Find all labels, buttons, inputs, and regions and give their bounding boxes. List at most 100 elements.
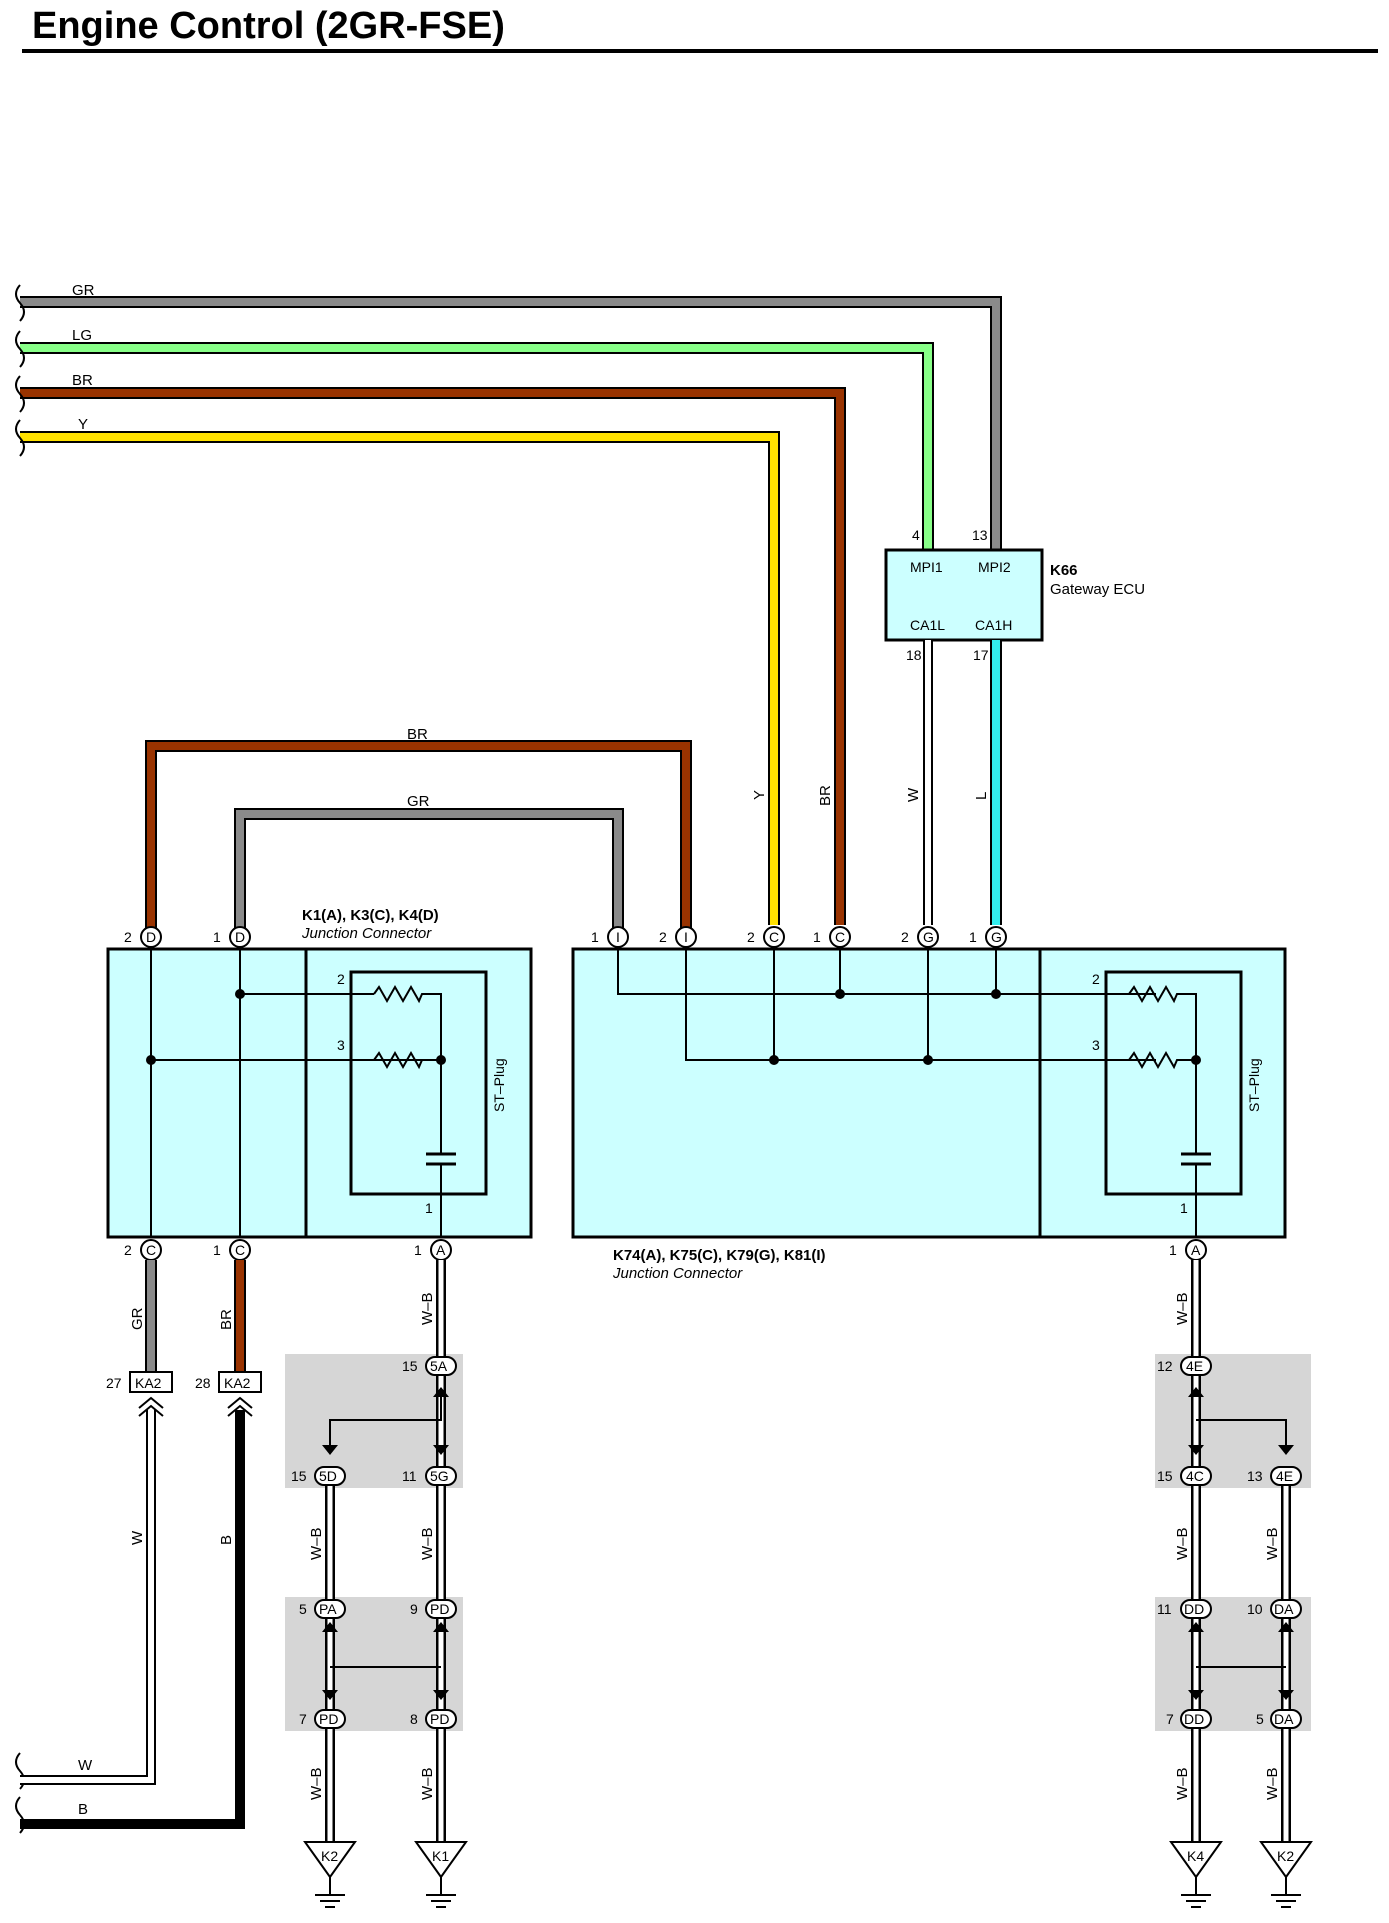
svg-text:28: 28 <box>195 1375 211 1391</box>
left-jct-num: 7 <box>299 1711 307 1727</box>
left-jct-label: 5D <box>319 1468 337 1484</box>
wire-label-long-b: B <box>218 1535 235 1545</box>
right-jct-num: 5 <box>1256 1711 1264 1727</box>
gateway-ecu-id: K66 <box>1050 562 1078 579</box>
left-jct-label: PD <box>430 1601 449 1617</box>
right-jct-label: 4C <box>1186 1468 1204 1484</box>
ecu-pin-num: 18 <box>906 647 922 663</box>
left-jct-num: 8 <box>410 1711 418 1727</box>
svg-text:D: D <box>146 929 156 945</box>
jc1-inner-pin: 2 <box>337 971 345 987</box>
wire-label-jc1-gr: GR <box>129 1307 146 1330</box>
svg-text:1: 1 <box>1169 1242 1177 1258</box>
wire-label-y: Y <box>78 416 88 433</box>
wire-label-w-left: W <box>78 1757 93 1774</box>
jc2-bottom-terminals: A 1 <box>1169 1239 1207 1261</box>
right-jct-label: DD <box>1184 1711 1204 1727</box>
wire-label-vert-l: L <box>973 792 990 800</box>
svg-text:G: G <box>991 929 1002 945</box>
svg-text:1: 1 <box>213 1242 221 1258</box>
svg-text:1: 1 <box>213 929 221 945</box>
jc2-ids: K74(A), K75(C), K79(G), K81(I) <box>613 1247 826 1264</box>
wire-label-b-left: B <box>78 1801 88 1818</box>
svg-text:C: C <box>146 1242 156 1258</box>
left-jct-num: 15 <box>291 1468 307 1484</box>
right-jct-label: 4E <box>1276 1468 1293 1484</box>
junction-connector-2: 2 3 1 ST–Plug <box>571 947 1287 1239</box>
wire-label-jc1-br: BR <box>218 1309 235 1330</box>
svg-text:2: 2 <box>124 1242 132 1258</box>
ground-k2-left: K2 <box>303 1841 357 1908</box>
wire-w-long <box>20 1410 156 1785</box>
wire-gr-loop <box>234 808 624 937</box>
wire-lg-main <box>20 342 934 550</box>
jc2-inner-pin: 3 <box>1092 1037 1100 1053</box>
wire-br-main <box>20 387 846 925</box>
ground-k4-right: K4 <box>1169 1841 1223 1908</box>
jc2-st-plug: ST–Plug <box>1246 1058 1262 1112</box>
svg-text:C: C <box>235 1242 245 1258</box>
jc1-st-plug: ST–Plug <box>491 1058 507 1112</box>
jc2-name: Junction Connector <box>612 1265 743 1282</box>
right-jct-num: 12 <box>1157 1358 1173 1374</box>
ecu-pin-name: MPI2 <box>978 559 1011 575</box>
jc2-inner-pin: 1 <box>1180 1200 1188 1216</box>
left-jct-label: PD <box>319 1711 338 1727</box>
right-junction-block <box>1155 1260 1311 1852</box>
wire-label-wb: W–B <box>1174 1527 1191 1560</box>
wire-break-marks <box>15 284 25 1834</box>
svg-text:K1: K1 <box>432 1848 449 1864</box>
wire-label-vert-y: Y <box>751 790 768 800</box>
wire-label-wb: W–B <box>308 1767 325 1800</box>
left-jct-num: 15 <box>402 1358 418 1374</box>
svg-text:1: 1 <box>969 929 977 945</box>
right-jct-label: DA <box>1274 1711 1294 1727</box>
wire-label-wb: W–B <box>419 1292 436 1325</box>
jc2-inner-pin: 2 <box>1092 971 1100 987</box>
svg-text:A: A <box>1191 1242 1201 1258</box>
gateway-ecu: 4 13 MPI1 MPI2 CA1L CA1H 18 17 K66 Gatew… <box>884 527 1145 663</box>
wire-label-wb: W–B <box>1264 1527 1281 1560</box>
ka2-connector-27: KA2 27 <box>106 1371 173 1417</box>
wire-label-gr: GR <box>72 282 95 299</box>
wire-label-top-br: BR <box>407 726 428 743</box>
right-jct-num: 13 <box>1247 1468 1263 1484</box>
svg-text:1: 1 <box>813 929 821 945</box>
right-jct-num: 11 <box>1157 1601 1172 1617</box>
svg-text:A: A <box>436 1242 446 1258</box>
ecu-pin-name: CA1L <box>910 617 945 633</box>
wire-label-wb: W–B <box>419 1767 436 1800</box>
svg-text:27: 27 <box>106 1375 122 1391</box>
wire-label-lg: LG <box>72 327 92 344</box>
svg-text:C: C <box>769 929 779 945</box>
svg-text:2: 2 <box>901 929 909 945</box>
wire-label-br: BR <box>72 372 93 389</box>
gateway-ecu-name: Gateway ECU <box>1050 581 1145 598</box>
svg-text:2: 2 <box>124 929 132 945</box>
wire-label-wb: W–B <box>1264 1767 1281 1800</box>
wire-label-long-w: W <box>129 1530 146 1545</box>
ecu-pin-num: 17 <box>973 647 989 663</box>
jc1-ids: K1(A), K3(C), K4(D) <box>302 907 439 924</box>
jc1-bottom-terminals: C 2 C 1 A 1 <box>124 1239 452 1261</box>
left-jct-label: 5G <box>430 1468 449 1484</box>
ecu-pin-name: MPI1 <box>910 559 943 575</box>
junction-connector-1: 2 3 1 ST–Plug <box>106 947 533 1239</box>
svg-text:1: 1 <box>591 929 599 945</box>
left-jct-label: PD <box>430 1711 449 1727</box>
wire-y-main <box>20 431 780 925</box>
left-junction-block <box>285 1260 463 1852</box>
wire-label-top-gr: GR <box>407 793 430 810</box>
right-jct-label: DD <box>1184 1601 1204 1617</box>
svg-text:D: D <box>235 929 245 945</box>
ecu-pin-num: 4 <box>912 527 920 543</box>
jc2-top-terminals: I1 I2 C2 C1 G2 G1 <box>591 926 1007 948</box>
ecu-pin-num: 13 <box>972 527 988 543</box>
wire-label-vert-w: W <box>905 787 922 802</box>
right-jct-num: 15 <box>1157 1468 1173 1484</box>
ka2-connector-28: KA2 28 <box>195 1371 262 1417</box>
right-jct-num: 7 <box>1166 1711 1174 1727</box>
right-jct-label: DA <box>1274 1601 1294 1617</box>
ground-k2-right: K2 <box>1259 1841 1313 1908</box>
left-jct-num: 11 <box>402 1468 417 1484</box>
